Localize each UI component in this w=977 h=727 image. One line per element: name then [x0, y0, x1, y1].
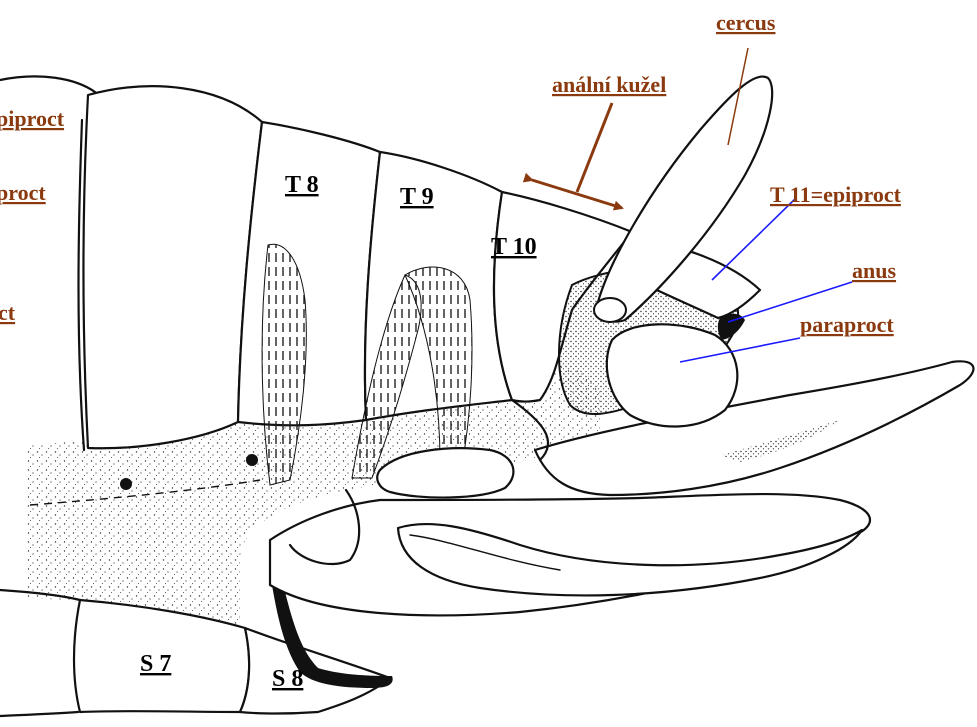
spiracle-8 [246, 454, 258, 466]
label-epiproct-cut: piproct [0, 106, 65, 131]
tergite-t8 [238, 122, 380, 425]
label-cercus: cercus [716, 10, 776, 35]
label-t11-epiproct: T 11=epiproct [770, 182, 902, 207]
label-anus: anus [852, 258, 896, 283]
label-t10: T 10 [491, 234, 537, 260]
anal-cone-leader [577, 103, 612, 192]
label-paraproct-cut-2: ct [0, 300, 16, 325]
label-paraproct: paraproct [800, 312, 894, 337]
sternite-s6-partial [0, 590, 80, 716]
label-t8: T 8 [285, 172, 319, 198]
t11-leader [712, 198, 796, 280]
label-analni-kuzel: anální kužel [552, 72, 666, 97]
label-s8: S 8 [272, 666, 303, 692]
spiracle-7 [120, 478, 132, 490]
label-t9: T 9 [400, 184, 434, 210]
tergite-t6-partial [0, 76, 95, 450]
label-s7: S 7 [140, 651, 171, 677]
cercus-base [594, 298, 626, 322]
tergite-t7 [84, 86, 263, 448]
label-paraproct-cut-1: proct [0, 180, 46, 205]
paraproct-plate [607, 324, 738, 426]
